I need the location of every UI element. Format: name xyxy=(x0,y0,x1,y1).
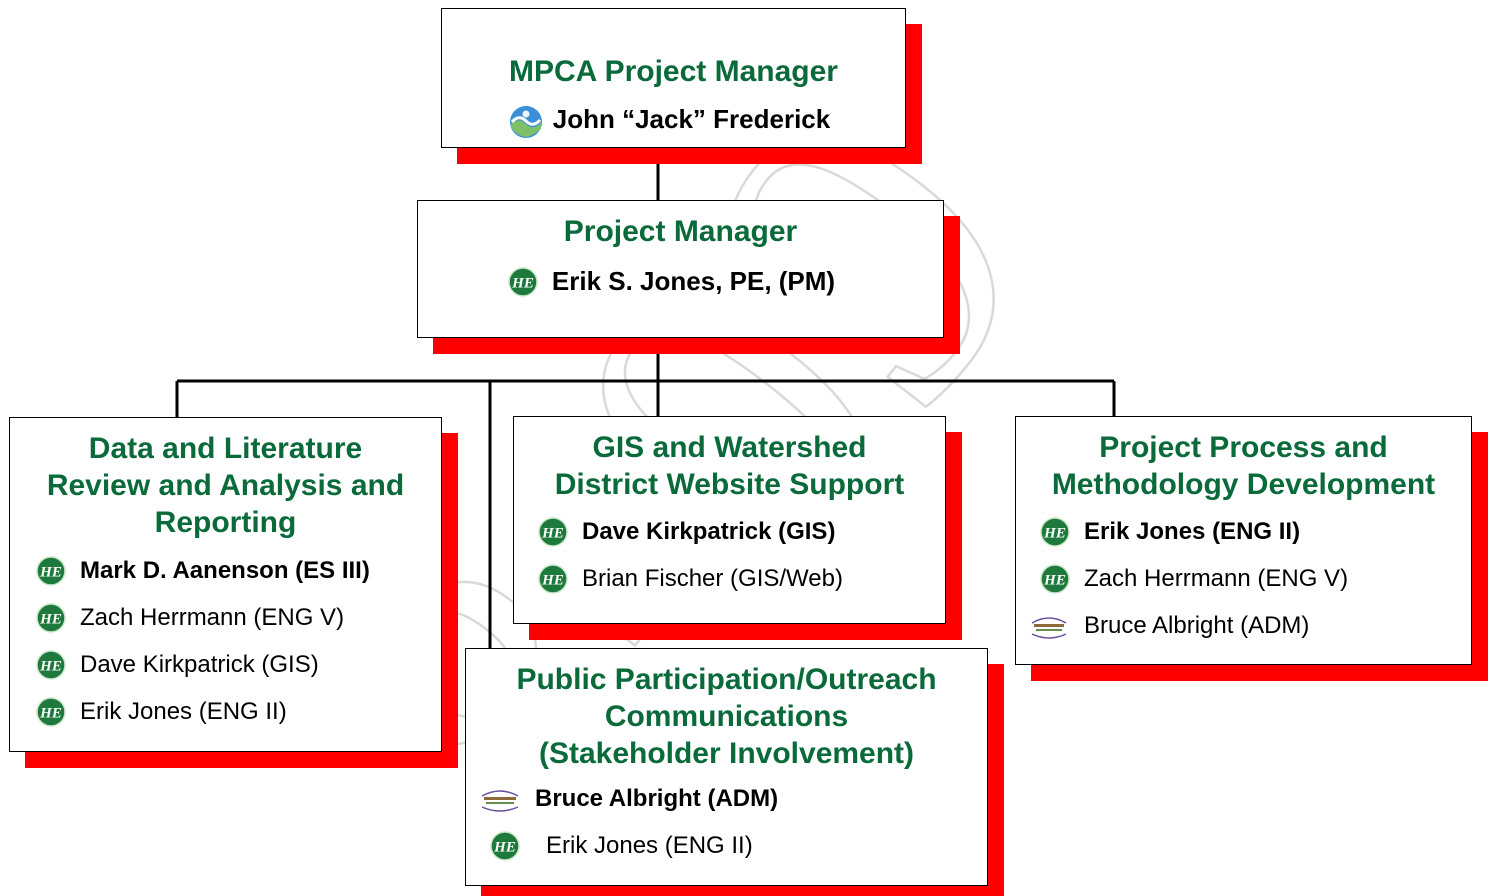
svg-text:HE: HE xyxy=(39,658,62,674)
member-name: Zach Herrmann (ENG V) xyxy=(1084,564,1349,592)
member-row: HE Mark D. Aanenson (ES III) xyxy=(36,547,441,594)
member-row: HE Zach Herrmann (ENG V) xyxy=(1040,555,1471,602)
member-name: John “Jack” Frederick xyxy=(552,104,831,134)
member-row: HE Dave Kirkpatrick (GIS) xyxy=(36,641,441,688)
box-title-line: Reporting xyxy=(154,506,297,539)
member-name: Brian Fischer (GIS/Web) xyxy=(582,564,843,592)
member-name: Erik S. Jones, PE, (PM) xyxy=(551,266,836,296)
data-literature-review-box: Data and Literature Review and Analysis … xyxy=(9,417,442,752)
svg-text:HE: HE xyxy=(493,839,516,855)
box-title: MPCA Project Manager xyxy=(509,55,838,88)
mpca-logo-icon xyxy=(509,105,542,138)
he-logo-icon: HE xyxy=(36,696,66,727)
he-logo-icon: HE xyxy=(508,266,538,297)
svg-text:HE: HE xyxy=(39,611,62,627)
mpca-project-manager-box: MPCA Project Manager John “Jack” Frederi… xyxy=(441,8,906,148)
member-row: HE Erik Jones (ENG II) xyxy=(478,822,987,869)
box-title-line: Communications xyxy=(604,700,849,733)
he-logo-icon: HE xyxy=(36,602,66,633)
box-title-line: GIS and Watershed xyxy=(592,431,867,464)
box-title-line: Data and Literature xyxy=(88,432,363,465)
he-logo-icon: HE xyxy=(538,563,568,594)
watershed-district-logo-icon xyxy=(478,784,522,814)
member-name: Erik Jones (ENG II) xyxy=(546,831,753,859)
member-name: Bruce Albright (ADM) xyxy=(535,784,779,812)
project-manager-box: Project Manager HE Erik S. Jones, PE, (P… xyxy=(417,200,944,338)
member-row: HE Brian Fischer (GIS/Web) xyxy=(538,555,945,602)
member-row: HE Zach Herrmann (ENG V) xyxy=(36,594,441,641)
box-title-line: (Stakeholder Involvement) xyxy=(538,737,915,770)
member-row: Bruce Albright (ADM) xyxy=(1028,602,1471,649)
member-name: Zach Herrmann (ENG V) xyxy=(80,603,345,631)
he-logo-icon: HE xyxy=(538,516,568,547)
he-logo-icon: HE xyxy=(1040,563,1070,594)
he-logo-icon: HE xyxy=(36,555,66,586)
member-name: Erik Jones (ENG II) xyxy=(80,697,287,725)
he-logo-icon: HE xyxy=(490,830,520,861)
watershed-district-logo-icon xyxy=(1028,611,1070,641)
member-name: Erik Jones (ENG II) xyxy=(1084,517,1301,545)
member-row: HE Dave Kirkpatrick (GIS) xyxy=(538,508,945,555)
member-name: Dave Kirkpatrick (GIS) xyxy=(80,650,319,678)
svg-text:HE: HE xyxy=(1043,525,1066,541)
he-logo-icon: HE xyxy=(1040,516,1070,547)
public-participation-box: Public Participation/Outreach Communicat… xyxy=(465,648,988,886)
svg-text:HE: HE xyxy=(511,275,534,291)
box-title-line: Review and Analysis and xyxy=(46,469,405,502)
member-name: Mark D. Aanenson (ES III) xyxy=(80,556,370,584)
box-title-line: District Website Support xyxy=(554,468,905,501)
member-name: Bruce Albright (ADM) xyxy=(1084,611,1310,639)
member-row: HE Erik Jones (ENG II) xyxy=(1040,508,1471,555)
box-title: Project Manager xyxy=(563,215,798,248)
svg-text:HE: HE xyxy=(39,564,62,580)
project-process-methodology-box: Project Process and Methodology Developm… xyxy=(1015,416,1472,665)
box-title-line: Public Participation/Outreach xyxy=(516,663,937,696)
box-title-line: Project Process and xyxy=(1099,431,1388,464)
box-title-line: Methodology Development xyxy=(1051,468,1436,501)
member-name: Dave Kirkpatrick (GIS) xyxy=(582,517,836,545)
svg-text:HE: HE xyxy=(39,705,62,721)
svg-text:HE: HE xyxy=(1043,572,1066,588)
gis-website-support-box: GIS and Watershed District Website Suppo… xyxy=(513,416,946,624)
member-row: Bruce Albright (ADM) xyxy=(478,775,987,822)
he-logo-icon: HE xyxy=(36,649,66,680)
svg-text:HE: HE xyxy=(541,572,564,588)
svg-text:HE: HE xyxy=(541,525,564,541)
member-row: HE Erik Jones (ENG II) xyxy=(36,688,441,735)
member-row: John “Jack” Frederick xyxy=(509,96,830,143)
member-row: HE Erik S. Jones, PE, (PM) xyxy=(508,258,835,305)
